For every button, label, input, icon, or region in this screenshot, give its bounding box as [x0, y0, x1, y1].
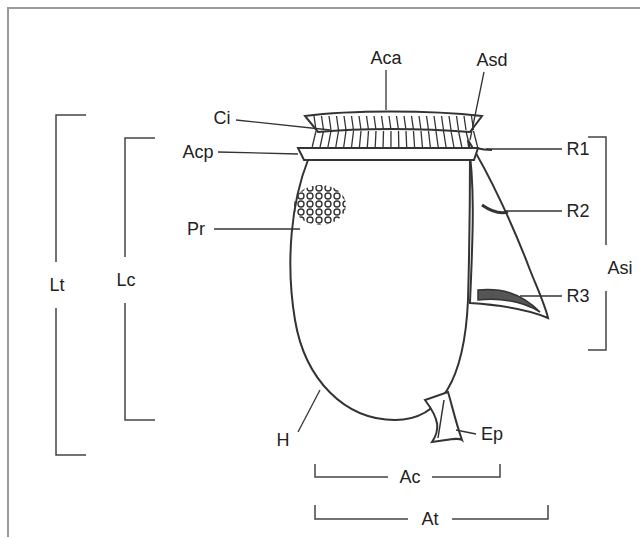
posterior-collar	[298, 148, 478, 160]
granules	[294, 185, 346, 225]
rib-label: R1	[564, 139, 591, 159]
cilia	[312, 116, 477, 147]
spine-label: Ep	[479, 424, 505, 444]
dimension-label: At	[419, 509, 440, 529]
rib	[478, 290, 540, 312]
collar-label: Aca	[368, 48, 403, 68]
dimension-label: Lt	[47, 275, 66, 295]
rib-label: R2	[564, 201, 591, 221]
cilia-label: Ci	[212, 108, 233, 128]
collar-label: Acp	[180, 142, 215, 162]
dimension-label: Ac	[397, 467, 422, 487]
dimension-brackets	[56, 115, 606, 519]
collar-label: Asd	[474, 50, 509, 70]
dimension-label: Lc	[114, 270, 137, 290]
granule-label: Pr	[185, 219, 207, 239]
anterior-collar	[305, 112, 482, 133]
posterior-spine	[425, 392, 462, 442]
lorica-label: H	[275, 430, 292, 450]
rib-label: R3	[564, 286, 591, 306]
frame	[8, 8, 640, 537]
lorica-body	[290, 153, 470, 420]
dimension-label: Asi	[605, 258, 634, 278]
leader-lines	[214, 70, 562, 434]
lateral-wing	[468, 140, 548, 318]
